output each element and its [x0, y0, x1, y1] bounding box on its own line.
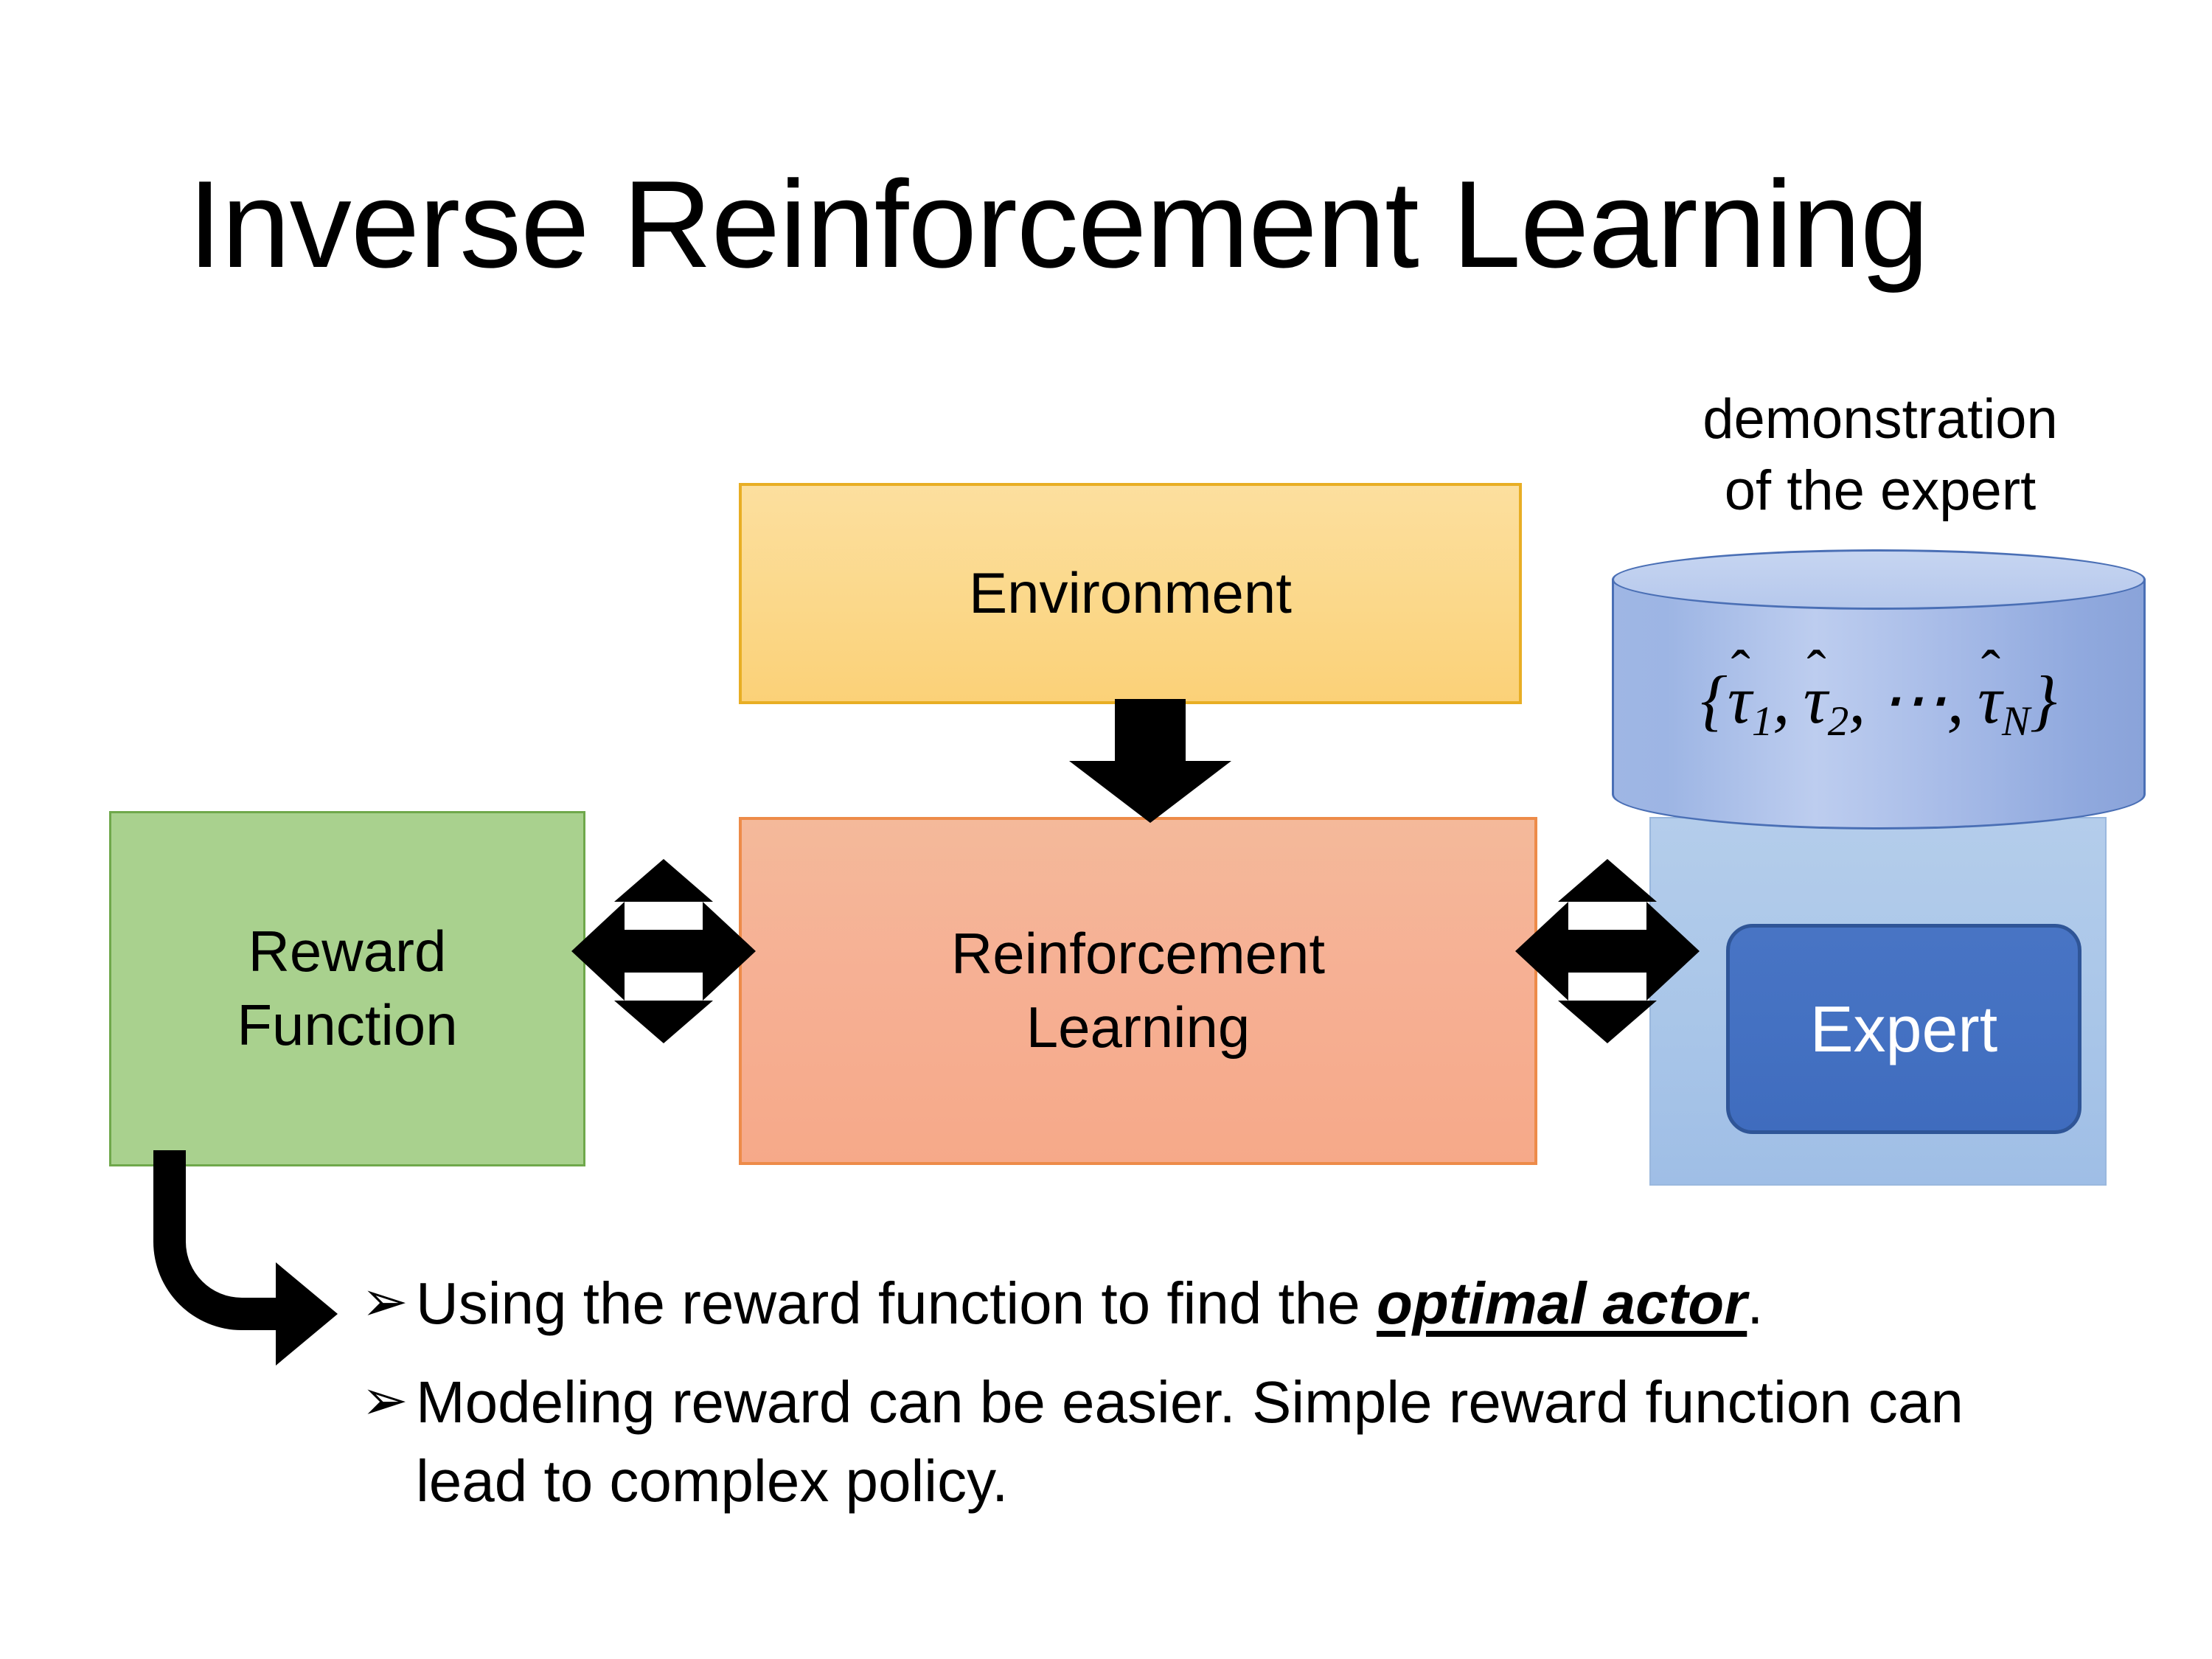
bullet-text-2: Modeling reward can be easier. Simple re…: [416, 1369, 1964, 1514]
formula-ellipsis: ⋯: [1879, 662, 1947, 737]
expert-box[interactable]: Expert: [1726, 924, 2081, 1134]
reward-function-label-line2: Function: [237, 992, 458, 1057]
formula-comma-1: ,: [1773, 662, 1790, 737]
bullet-marker-icon: ➢: [361, 1369, 408, 1433]
quad-arrow-icon-rl-expert: [1515, 859, 1700, 1043]
bullet-1-suffix: .: [1747, 1270, 1764, 1336]
tau-glyph-2: τ: [1803, 662, 1828, 737]
reinforcement-learning-box[interactable]: Reinforcement Learning: [739, 817, 1537, 1165]
quad-arrow-icon-reward-rl: [571, 859, 756, 1043]
bullet-1-emphasis: optimal actor: [1376, 1270, 1747, 1336]
bullet-marker-icon: ➢: [361, 1270, 408, 1333]
hat-accent-n: ˆ: [1980, 638, 2000, 703]
formula-comma-2: ,: [1848, 662, 1866, 737]
bullet-1-prefix: Using the reward function to find the: [416, 1270, 1377, 1336]
hat-accent-1: ˆ: [1731, 638, 1750, 703]
expert-label: Expert: [1809, 992, 1998, 1065]
formula-sub-2: 2: [1827, 698, 1849, 745]
tau-glyph-1: τ: [1727, 662, 1752, 737]
environment-box[interactable]: Environment: [739, 483, 1522, 704]
bullet-list: ➢ Using the reward function to find the …: [361, 1265, 2072, 1541]
formula-close-brace: }: [2030, 662, 2057, 737]
formula-sub-1: 1: [1751, 698, 1773, 745]
bullet-text-1: Using the reward function to find the op…: [416, 1265, 2072, 1343]
reward-function-label-line1: Reward: [248, 919, 447, 984]
tau-glyph-n: τ: [1978, 662, 2003, 737]
environment-label: Environment: [969, 560, 1292, 626]
list-item: ➢ Modeling reward can be easier. Simple …: [361, 1363, 2072, 1520]
page-title: Inverse Reinforcement Learning: [187, 155, 1930, 293]
reward-function-box[interactable]: Reward Function: [109, 811, 585, 1166]
cylinder-top-ellipse: [1612, 549, 2146, 610]
reinforcement-learning-label: Reinforcement Learning: [951, 917, 1325, 1065]
reinforcement-learning-label-line2: Learning: [1026, 995, 1251, 1060]
reward-function-label: Reward Function: [237, 915, 457, 1062]
hat-accent-2: ˆ: [1806, 638, 1826, 703]
bent-arrow-icon: [153, 1150, 338, 1366]
list-item: ➢ Using the reward function to find the …: [361, 1265, 2072, 1343]
demonstration-caption-line2: of the expert: [1724, 459, 2037, 523]
formula-open-brace: {: [1700, 662, 1728, 737]
reinforcement-learning-label-line1: Reinforcement: [950, 921, 1326, 987]
demonstration-caption: demonstration of the expert: [1615, 383, 2146, 527]
demonstration-caption-line1: demonstration: [1703, 388, 2058, 451]
down-arrow-icon: [1069, 699, 1231, 823]
formula-comma-3: ,: [1947, 662, 1964, 737]
cylinder-body: [1612, 579, 2146, 830]
formula-sub-n: N: [2002, 698, 2031, 745]
